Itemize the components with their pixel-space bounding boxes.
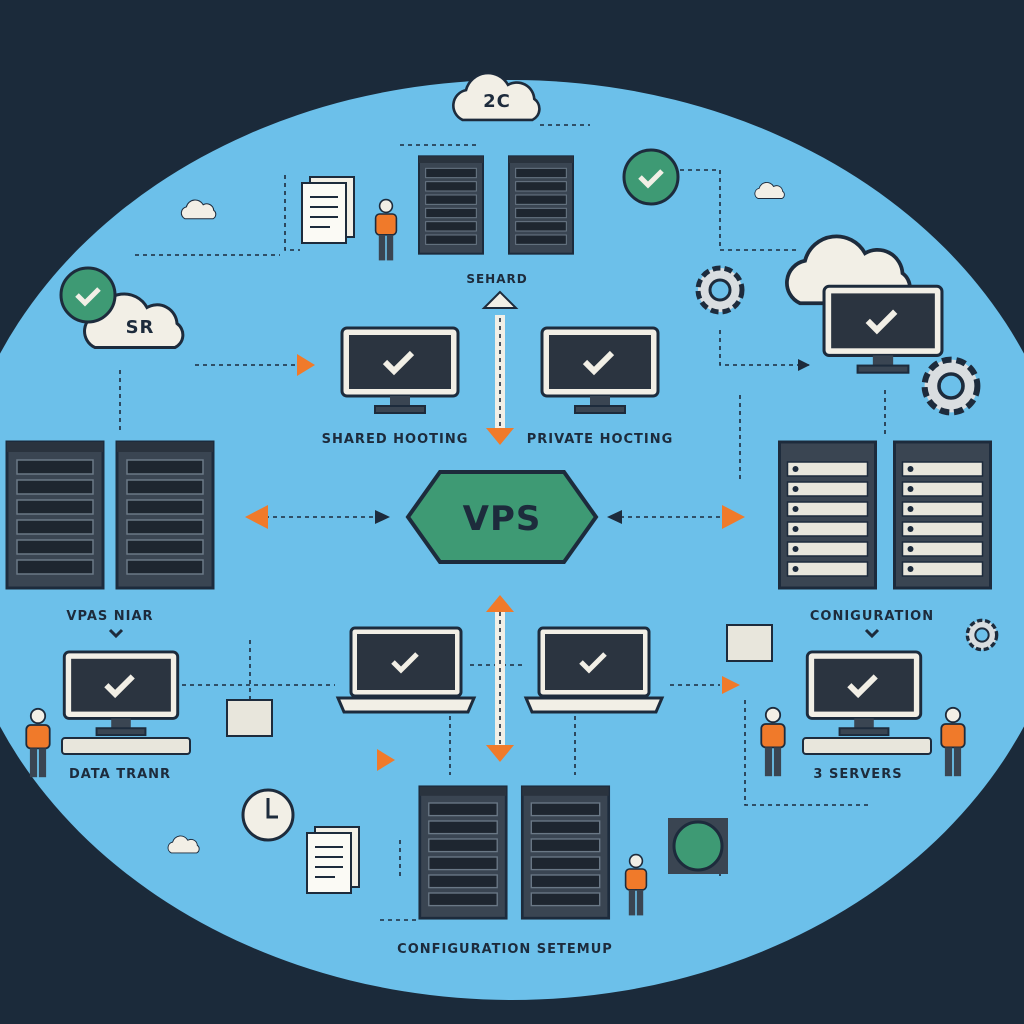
- keyboard: [61, 737, 191, 755]
- gear-icon: [965, 618, 999, 652]
- server-rack: [892, 440, 993, 590]
- chevron-down-icon: [108, 628, 124, 639]
- vps-node: VPS: [405, 470, 599, 564]
- server-rack: [417, 155, 485, 255]
- server-rack: [507, 155, 575, 255]
- laptop: [338, 628, 474, 712]
- cloud-left-label: SR: [126, 317, 155, 338]
- arrow-right-vps: [607, 505, 745, 529]
- vps-label: VPS: [463, 499, 542, 539]
- check-badge-icon: [59, 266, 117, 324]
- cloud-left: SR: [82, 292, 185, 350]
- vps-side-label: VPAS NIAR: [66, 609, 153, 624]
- lock-badge-icon: [668, 818, 728, 874]
- clock-icon: [241, 788, 295, 842]
- server-rack: [115, 440, 215, 590]
- document-icon: [301, 176, 355, 244]
- shared-server-label: SEHARD: [466, 272, 527, 286]
- check-badge-icon: [622, 148, 680, 206]
- arrow-vertical-top: [481, 290, 519, 445]
- configuration-label: CONIGURATION: [810, 609, 934, 624]
- server-rack: [418, 785, 508, 920]
- shared-hosting-label: SHARED HOOTING: [322, 432, 469, 447]
- configuration-setup-label: CONFIGURATION SETEMUP: [397, 942, 613, 957]
- arrow-vertical-bottom: [486, 595, 514, 762]
- cloud-top-label: 2C: [483, 91, 511, 112]
- arrow-head-icon: [798, 359, 810, 371]
- gear-icon: [698, 268, 742, 312]
- arrow-head-icon: [377, 749, 395, 771]
- server-rack: [777, 440, 878, 590]
- server-rack: [5, 440, 105, 590]
- chevron-down-icon: [864, 628, 880, 639]
- arrow-head-icon: [722, 676, 740, 694]
- server-rack: [520, 785, 611, 920]
- arrow-head-icon: [297, 354, 315, 376]
- cloud-top: 2C: [451, 71, 541, 122]
- gear-icon: [925, 360, 978, 413]
- private-hosting-label: PRIVATE HOCTING: [527, 432, 674, 447]
- document-icon: [306, 826, 360, 894]
- arrow-left-vps: [245, 505, 390, 529]
- servers-label: 3 SERVERS: [813, 767, 902, 782]
- keyboard: [802, 737, 932, 755]
- data-transfer-label: DATA TRANR: [69, 767, 171, 782]
- mail-icon: [226, 624, 773, 737]
- laptop: [526, 628, 662, 712]
